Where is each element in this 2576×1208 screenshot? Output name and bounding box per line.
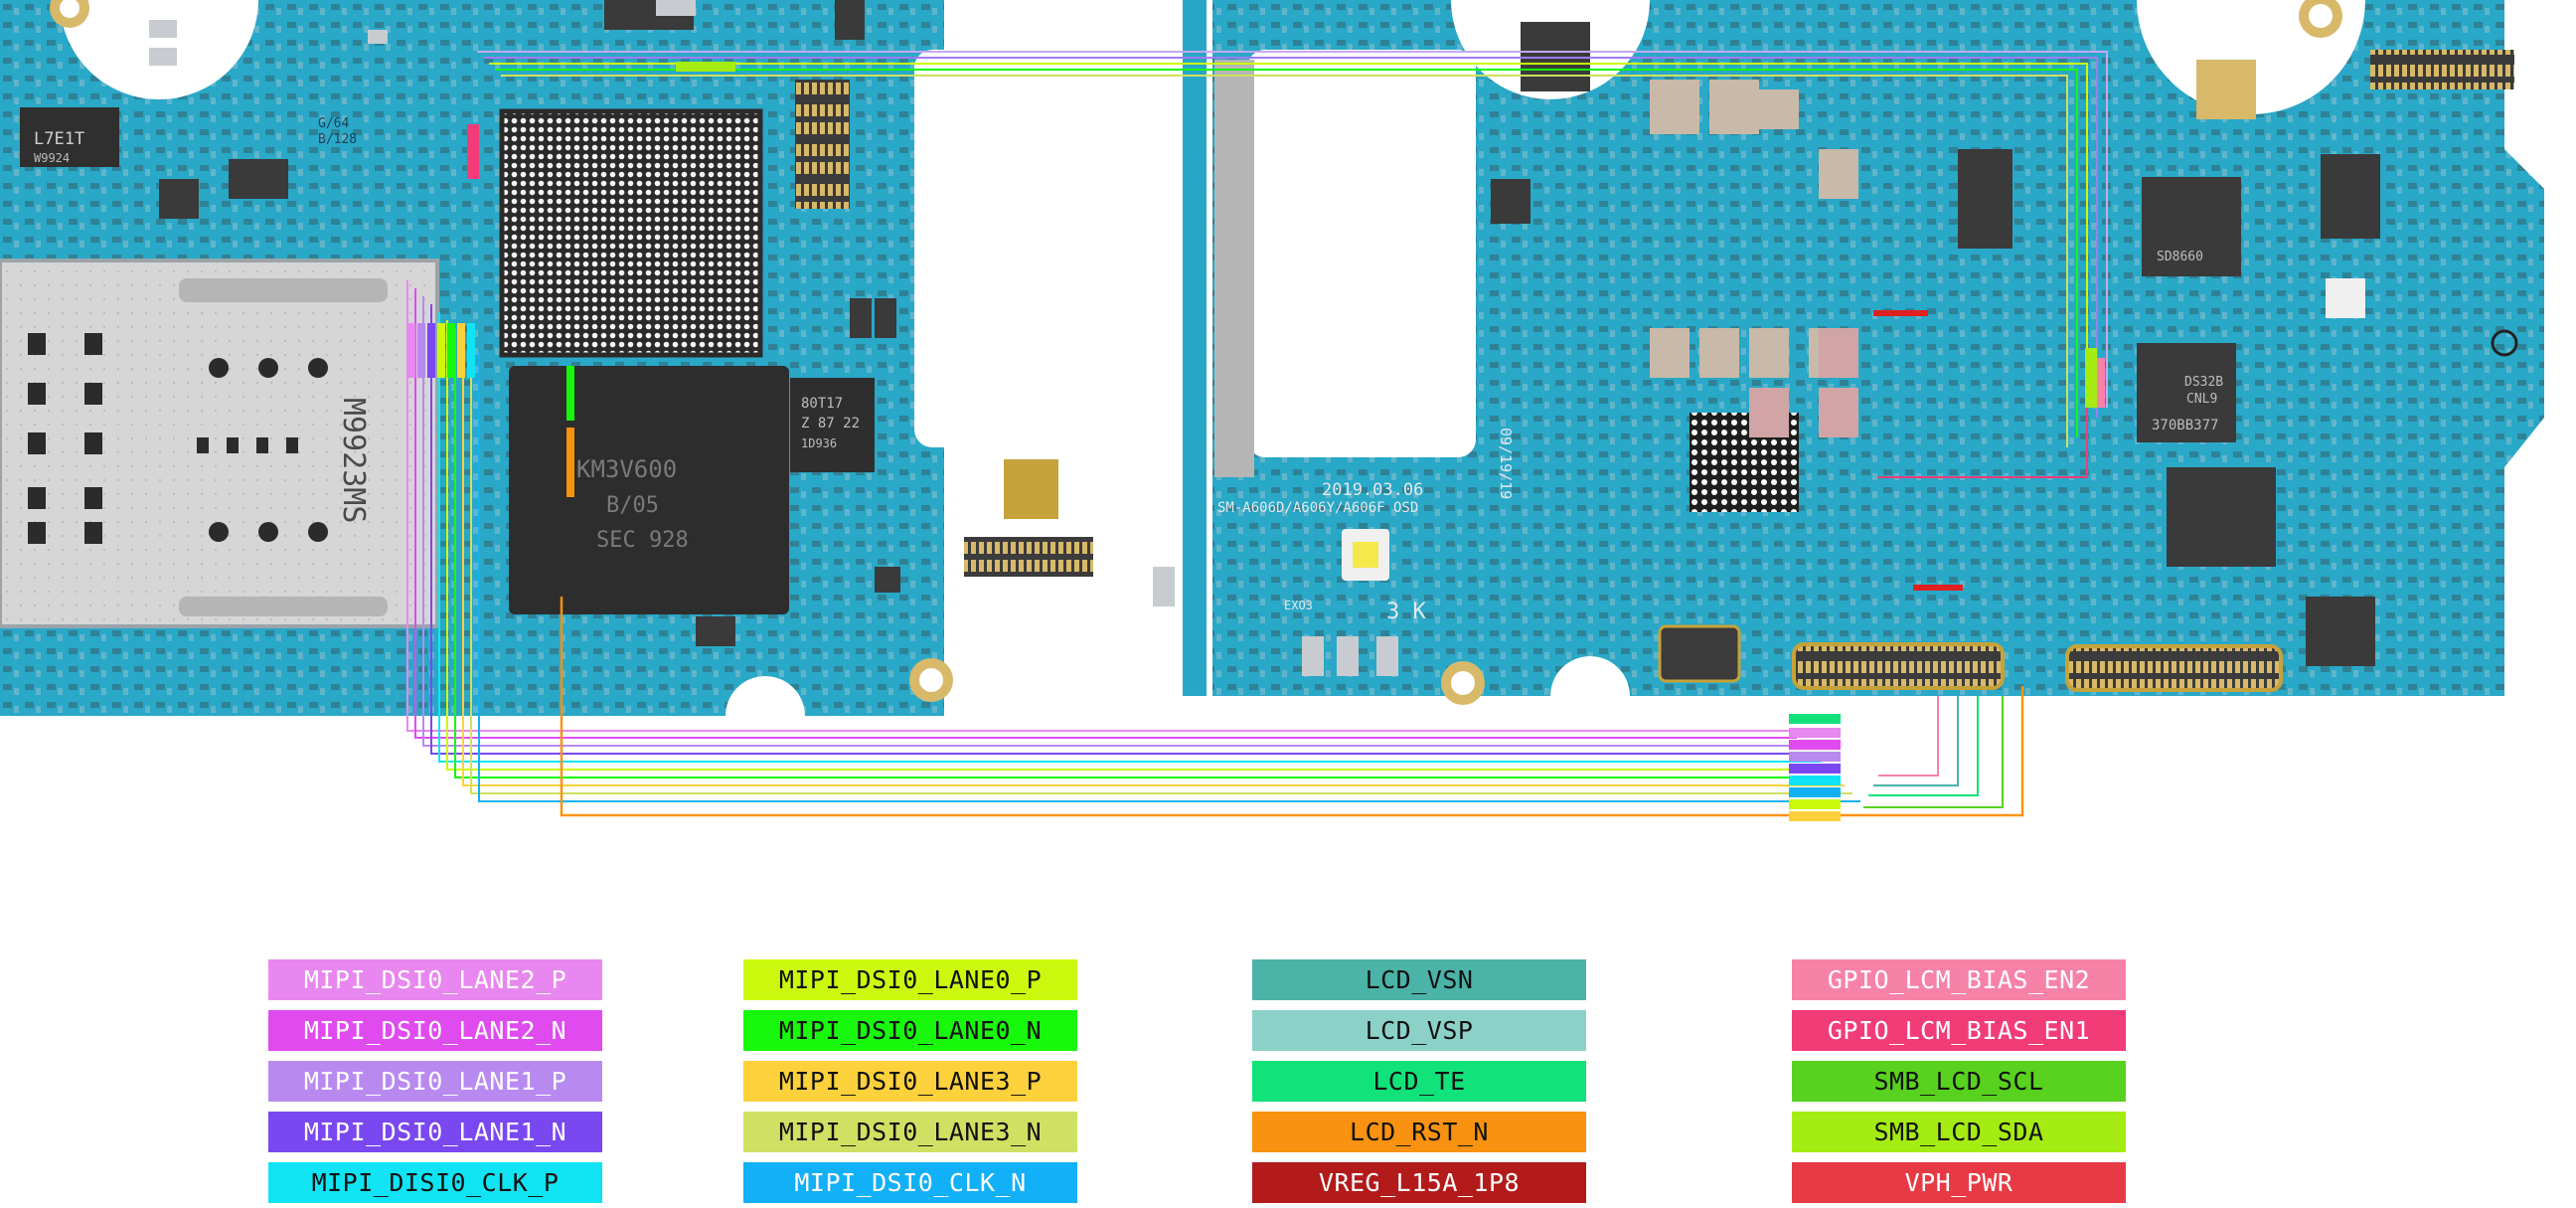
- legend-item-smb-lcd-scl: SMB_LCD_SCL: [1792, 1061, 2126, 1102]
- legend-item-mipi-dsi0-lane1-n: MIPI_DSI0_LANE1_N: [268, 1112, 602, 1152]
- mem-chip-line-3: SEC 928: [596, 528, 689, 553]
- small-mark-2: B/128: [318, 132, 357, 147]
- legend-item-mipi-dsi0-lane2-p: MIPI_DSI0_LANE2_P: [268, 959, 602, 1000]
- right-board: 2019.03.06 SM-A606D/A606Y/A606F OSD 09/1…: [1212, 0, 2544, 705]
- right-chip-line-1: 370BB377: [2152, 418, 2218, 433]
- memory-chip: [509, 366, 789, 614]
- sim-tray: [0, 259, 439, 628]
- left-ic-label: L7E1T: [34, 129, 84, 149]
- rev-mark: 09/19/19: [1497, 428, 1515, 499]
- legend-item-mipi-dsi0-lane1-p: MIPI_DSI0_LANE1_P: [268, 1061, 602, 1102]
- left-ic-sublabel: W9924: [34, 151, 70, 165]
- legend-item-mipi-dsi0-clk-n: MIPI_DSI0_CLK_N: [743, 1162, 1077, 1203]
- lcd-connector: [1792, 642, 2005, 690]
- legend-item-mipi-disi0-clk-p: MIPI_DISI0_CLK_P: [268, 1162, 602, 1203]
- legend-item-vph-pwr: VPH_PWR: [1792, 1162, 2126, 1203]
- right-chip-line-4: SD8660: [2157, 250, 2203, 264]
- pcb-board-diagram: M9923MS L7E1T W9924 G/64 B/128 KM3V600 B…: [0, 0, 2544, 821]
- k-mark: 3 K: [1386, 600, 1426, 624]
- model-mark: SM-A606D/A606Y/A606F OSD: [1217, 500, 1418, 516]
- signal-traces: [406, 51, 2108, 821]
- right-chip-line-2: DS32B: [2184, 375, 2223, 390]
- legend-item-lcd-vsp: LCD_VSP: [1252, 1010, 1586, 1051]
- chip-a-line-3: 1D936: [801, 436, 837, 450]
- legend-item-gpio-lcm-bias-en2: GPIO_LCM_BIAS_EN2: [1792, 959, 2126, 1000]
- date-mark: 2019.03.06: [1322, 480, 1423, 500]
- right-chip-line-3: CNL9: [2186, 392, 2217, 407]
- legend-item-lcd-te: LCD_TE: [1252, 1061, 1586, 1102]
- small-code: EXO3: [1284, 599, 1313, 612]
- soc-bga: [499, 108, 763, 358]
- left-board: M9923MS L7E1T W9924 G/64 B/128 KM3V600 B…: [0, 0, 1212, 736]
- mem-chip-line-1: KM3V600: [576, 455, 677, 483]
- chip-a-line-2: Z 87 22: [801, 416, 860, 431]
- legend-item-smb-lcd-sda: SMB_LCD_SDA: [1792, 1112, 2126, 1152]
- legend-item-lcd-rst-n: LCD_RST_N: [1252, 1112, 1586, 1152]
- small-mark-1: G/64: [318, 116, 349, 131]
- legend-item-lcd-vsn: LCD_VSN: [1252, 959, 1586, 1000]
- legend-item-mipi-dsi0-lane2-n: MIPI_DSI0_LANE2_N: [268, 1010, 602, 1051]
- legend-item-gpio-lcm-bias-en1: GPIO_LCM_BIAS_EN1: [1792, 1010, 2126, 1051]
- legend-item-mipi-dsi0-lane3-p: MIPI_DSI0_LANE3_P: [743, 1061, 1077, 1102]
- sim-marking: M9923MS: [336, 398, 371, 523]
- chip-a-line-1: 80T17: [801, 396, 843, 412]
- legend-item-mipi-dsi0-lane3-n: MIPI_DSI0_LANE3_N: [743, 1112, 1077, 1152]
- legend-item-vreg-l15a-1p8: VREG_L15A_1P8: [1252, 1162, 1586, 1203]
- mem-chip-line-2: B/05: [606, 493, 659, 518]
- legend-item-mipi-dsi0-lane0-n: MIPI_DSI0_LANE0_N: [743, 1010, 1077, 1051]
- legend-item-mipi-dsi0-lane0-p: MIPI_DSI0_LANE0_P: [743, 959, 1077, 1000]
